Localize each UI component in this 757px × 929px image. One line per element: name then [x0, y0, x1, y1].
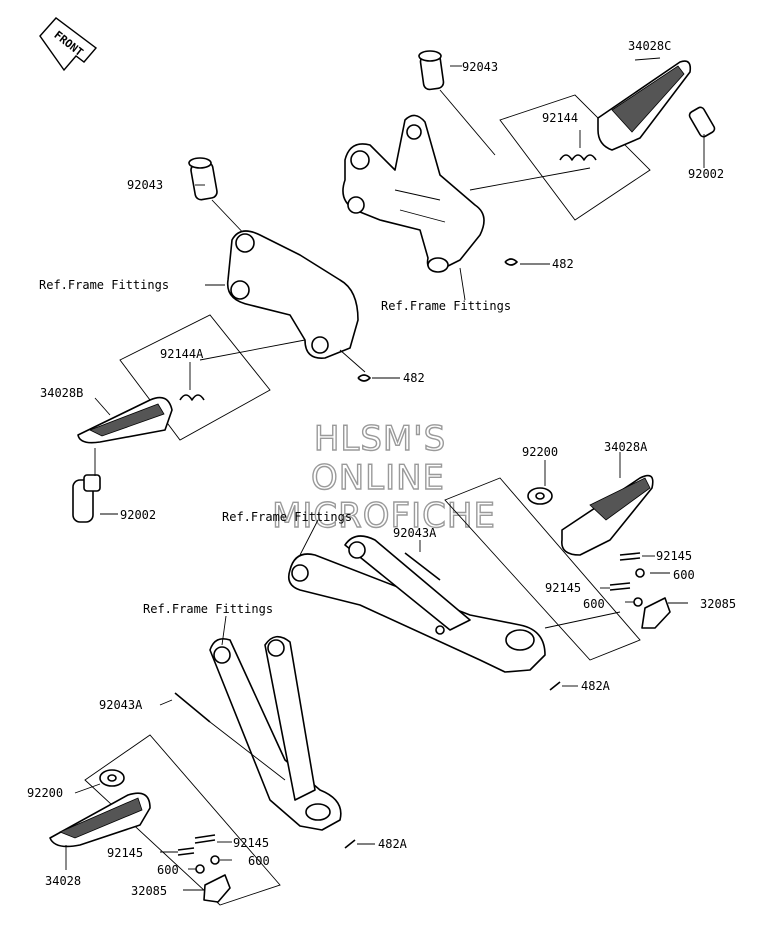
callout-label: 34028A — [604, 440, 648, 454]
callout-label: Ref.Frame Fittings — [222, 510, 352, 524]
callout-label: Ref.Frame Fittings — [381, 299, 511, 313]
upper-left-assembly — [72, 157, 400, 523]
callout-label: 34028B — [40, 386, 83, 400]
watermark-line-1: HLSM'S — [314, 419, 446, 459]
callout-label: 32085 — [700, 597, 736, 611]
upper-right-assembly — [342, 50, 716, 301]
callout-label: 92144 — [542, 111, 578, 125]
callout-label: 92002 — [120, 508, 156, 522]
callout-label: 92043A — [393, 526, 437, 540]
callout-label: 92043 — [462, 60, 498, 74]
watermark: HLSM'S ONLINE MICROFICHE — [271, 418, 496, 536]
callout-label: 92145 — [233, 836, 269, 850]
callout-label: 482 — [403, 371, 425, 385]
watermark-line-3: MICROFICHE — [272, 496, 496, 536]
callout-label: 600 — [673, 568, 695, 582]
callout-label: 92200 — [522, 445, 558, 459]
callout-label: 600 — [248, 854, 270, 868]
callout-label: 92145 — [656, 549, 692, 563]
callout-label: 92043 — [127, 178, 163, 192]
front-arrow-badge: FRONT — [39, 17, 98, 72]
callout-label: 482A — [581, 679, 611, 693]
watermark-line-2: ONLINE — [311, 458, 445, 498]
callout-label: 600 — [583, 597, 605, 611]
middle-right-assembly — [287, 452, 688, 691]
callout-label: 92144A — [160, 347, 204, 361]
callout-label: Ref.Frame Fittings — [143, 602, 273, 616]
callout-label: 600 — [157, 863, 179, 877]
callout-label: 34028 — [45, 874, 81, 888]
callout-label: 32085 — [131, 884, 167, 898]
callout-label: 92043A — [99, 698, 143, 712]
callout-label: Ref.Frame Fittings — [39, 278, 169, 292]
callout-label: 92145 — [545, 581, 581, 595]
callout-label: 482A — [378, 837, 408, 851]
callout-label: 34028C — [628, 39, 671, 53]
callout-label: 92145 — [107, 846, 143, 860]
lower-left-assembly — [49, 615, 375, 906]
callout-label: 92002 — [688, 167, 724, 181]
callout-label: 482 — [552, 257, 574, 271]
callout-label: 92200 — [27, 786, 63, 800]
callout-labels: 92043 34028C 92144 92002 92043 Ref.Frame… — [27, 39, 736, 898]
